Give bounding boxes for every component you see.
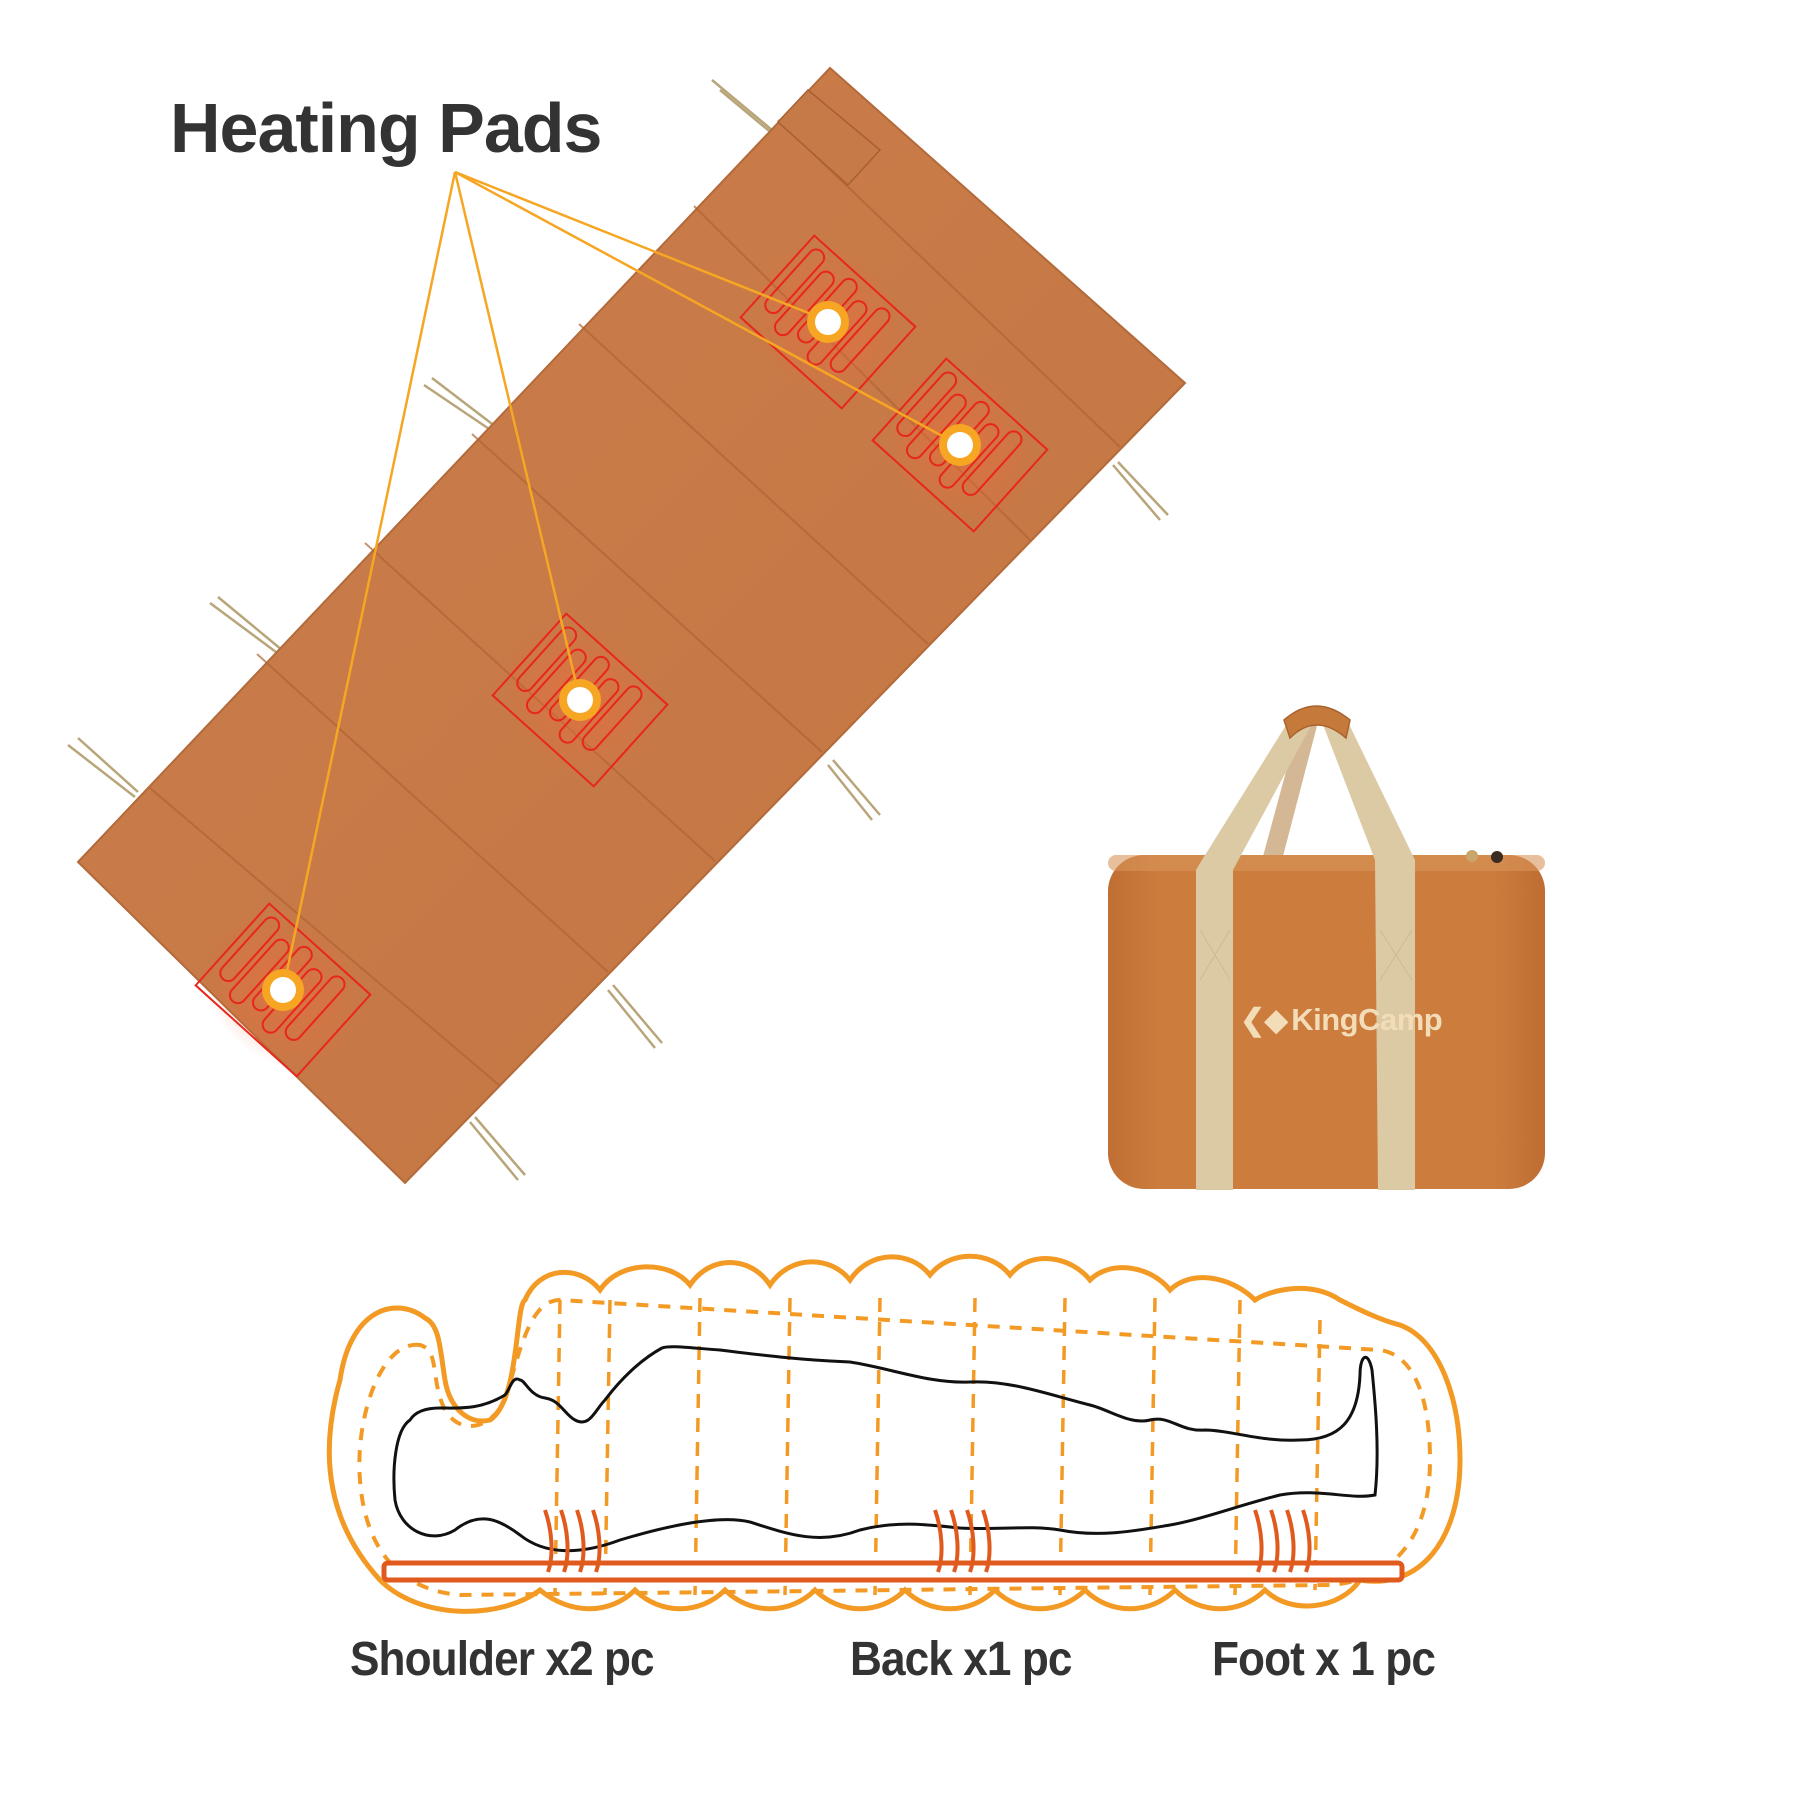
callout-lines — [281, 170, 958, 991]
caption-shoulder: Shoulder x2 pc — [350, 1633, 655, 1686]
mat-ties — [67, 79, 1169, 1181]
callout-dot-pad-4 — [262, 969, 304, 1011]
callout-dot-pad-1 — [807, 301, 849, 343]
diagram-inner-dashed — [357, 1297, 1433, 1598]
human-body-outline — [392, 1345, 1379, 1553]
callout-dot-pad-3 — [559, 679, 601, 721]
heat-wave-shoulder — [543, 1509, 602, 1573]
diamond-chevron-logo-icon: ❮◆ — [1240, 1004, 1288, 1037]
callout-dot-pad-2 — [939, 424, 981, 466]
heating-bar — [381, 1560, 1405, 1583]
brand-logo: ❮◆KingCamp — [1240, 1002, 1443, 1038]
sleeping-bag-diagram — [326, 1253, 1463, 1614]
heat-wave-back — [933, 1509, 992, 1573]
heat-wave-foot — [1253, 1509, 1312, 1573]
diagram-outer-outline — [326, 1253, 1463, 1614]
carry-bag — [1108, 705, 1545, 1190]
brand-name: KingCamp — [1291, 1002, 1443, 1037]
zipper-pull-icon — [1466, 850, 1503, 863]
caption-back: Back x1 pc — [850, 1633, 1072, 1686]
page-title: Heating Pads — [170, 89, 602, 167]
caption-foot: Foot x 1 pc — [1212, 1633, 1436, 1686]
